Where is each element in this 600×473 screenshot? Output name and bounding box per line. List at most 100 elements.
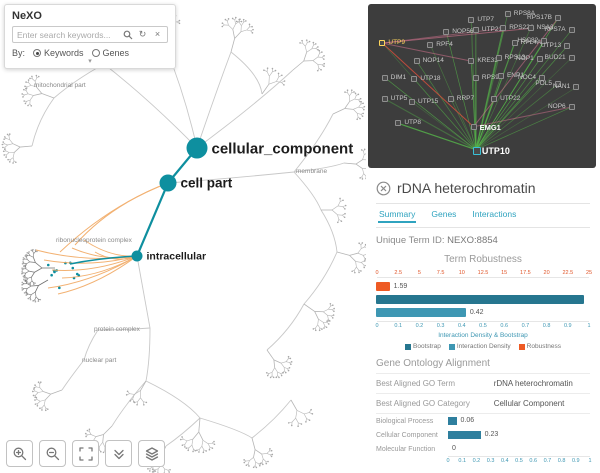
network-node-NAN1[interactable] xyxy=(573,84,580,91)
tree-node-label[interactable]: cellular_component xyxy=(212,140,354,157)
network-node-EMG1[interactable] xyxy=(470,123,477,130)
network-node-label[interactable]: NOP6 xyxy=(547,103,566,111)
network-node-label[interactable]: RPS13 xyxy=(504,53,526,61)
network-node-label[interactable]: UTP21 xyxy=(481,25,503,33)
network-node-label[interactable]: UTP13 xyxy=(540,42,562,50)
network-node-label[interactable]: UTP8 xyxy=(404,119,421,127)
tree-node-label[interactable]: cell part xyxy=(181,176,233,191)
clear-icon[interactable]: × xyxy=(154,29,161,39)
network-node-RPS8A[interactable] xyxy=(504,10,511,17)
network-node-UTP22[interactable] xyxy=(491,95,498,102)
network-node-label[interactable]: NOP56 xyxy=(452,27,474,35)
network-node-label[interactable]: NOP1 xyxy=(516,55,534,63)
tree-node-cellular_component[interactable] xyxy=(186,137,208,159)
fit-to-screen-button[interactable] xyxy=(72,440,99,467)
network-node-label[interactable]: RPS17B xyxy=(527,14,552,22)
search-icon[interactable] xyxy=(122,29,133,40)
network-node-label[interactable]: UTP10 xyxy=(481,145,510,156)
network-node-RPL4A[interactable] xyxy=(511,40,518,47)
network-node-UTP5[interactable] xyxy=(381,95,388,102)
network-node-NOP6[interactable] xyxy=(568,104,575,111)
network-node-UTP8[interactable] xyxy=(395,120,402,127)
zoom-in-button[interactable] xyxy=(6,440,33,467)
radio-genes-dot[interactable] xyxy=(91,49,100,57)
network-node-label[interactable]: UTP9 xyxy=(388,39,406,47)
network-node-label[interactable]: NAN1 xyxy=(552,83,571,91)
network-node-RPS13[interactable] xyxy=(495,54,502,61)
network-node-label[interactable]: BUD21 xyxy=(544,53,566,61)
network-node-label[interactable]: UTP7 xyxy=(477,16,494,24)
search-box[interactable]: ↻ × xyxy=(12,26,168,43)
network-node-RRP7[interactable] xyxy=(447,95,454,102)
tab-interactions[interactable]: Interactions xyxy=(472,209,517,219)
tab-summary[interactable]: Summary xyxy=(378,208,417,223)
network-node-label[interactable]: POL5 xyxy=(535,80,552,88)
network-node-label[interactable]: HSC82 xyxy=(517,37,539,45)
layers-button[interactable] xyxy=(138,440,165,467)
network-node-label[interactable]: KRE33 xyxy=(477,57,498,65)
network-node-NOC4[interactable] xyxy=(539,74,545,81)
network-node-label[interactable]: NOC4 xyxy=(517,73,536,81)
zoom-out-button[interactable] xyxy=(39,440,66,467)
radio-genes[interactable]: Genes xyxy=(91,48,129,58)
network-node-RPS22A[interactable] xyxy=(500,25,507,32)
network-node-RPS17B[interactable] xyxy=(554,15,561,22)
close-icon[interactable] xyxy=(376,181,391,196)
network-node-UTP21[interactable] xyxy=(472,26,479,33)
network-node-label[interactable]: RPS22A xyxy=(509,24,535,32)
network-node-RPF4[interactable] xyxy=(427,41,434,48)
network-node-label[interactable]: DIM1 xyxy=(390,73,407,81)
network-node-UTP13[interactable] xyxy=(564,43,571,50)
tree-text-label: protein complex xyxy=(94,326,141,333)
radio-keywords-label: Keywords xyxy=(44,48,84,58)
network-node-label[interactable]: UTP15 xyxy=(418,98,439,106)
network-node-label[interactable]: NOP14 xyxy=(422,57,444,65)
search-input[interactable] xyxy=(17,29,118,40)
network-node-NOP14[interactable] xyxy=(413,58,420,65)
network-node-NOP1[interactable] xyxy=(536,56,543,63)
collapse-caret-icon[interactable]: ▾ xyxy=(88,58,92,65)
network-node-label[interactable]: RRP7 xyxy=(456,94,475,102)
network-node-label[interactable]: EMG1 xyxy=(479,122,501,132)
network-node-KRE33[interactable] xyxy=(468,58,475,65)
network-node-label[interactable]: RPF4 xyxy=(436,40,453,48)
network-node-label[interactable]: UTP5 xyxy=(390,94,408,102)
network-node-DIM1[interactable] xyxy=(381,74,388,81)
network-node-UTP7[interactable] xyxy=(468,17,475,24)
radio-keywords[interactable]: Keywords xyxy=(33,48,84,58)
network-node-label[interactable]: RPL4A xyxy=(520,39,542,47)
radio-keywords-dot[interactable] xyxy=(33,49,42,57)
refresh-icon[interactable]: ↻ xyxy=(138,29,147,39)
tree-text-label: nuclear part xyxy=(82,357,117,364)
network-node-POL5[interactable] xyxy=(554,81,561,88)
network-node-label[interactable]: UTP18 xyxy=(420,75,441,83)
network-node-BUD21[interactable] xyxy=(568,54,575,61)
network-node-UTP10[interactable] xyxy=(472,146,481,155)
network-node-label[interactable]: RPS9 xyxy=(481,73,499,81)
network-node-UTP9[interactable] xyxy=(379,40,386,47)
network-node-HSC82[interactable] xyxy=(541,38,548,45)
network-node-label[interactable]: NSA2 xyxy=(536,24,554,32)
tree-node-intracellular[interactable] xyxy=(131,250,143,262)
network-node-label[interactable]: RPS7A xyxy=(544,25,566,33)
legend-item: Robustness xyxy=(518,343,561,350)
expand-levels-button[interactable] xyxy=(105,440,132,467)
tree-node-cell-part[interactable] xyxy=(159,174,177,192)
network-node-RPS7A[interactable] xyxy=(568,26,575,33)
network-node-RPS9[interactable] xyxy=(472,74,479,81)
network-node-UTP15[interactable] xyxy=(409,99,416,106)
network-node-NOP56[interactable] xyxy=(443,28,450,35)
network-node-label[interactable]: RPS8A xyxy=(513,9,536,17)
network-node-label[interactable]: UTP22 xyxy=(500,94,521,102)
tree-node-label[interactable]: intracellular xyxy=(147,251,207,263)
network-node-NSA2[interactable] xyxy=(527,25,534,32)
network-node-label[interactable]: ENP1 xyxy=(506,71,524,79)
tab-genes[interactable]: Genes xyxy=(431,209,457,219)
network-node-ENP1[interactable] xyxy=(497,72,504,79)
network-node-UTP18[interactable] xyxy=(411,76,418,83)
